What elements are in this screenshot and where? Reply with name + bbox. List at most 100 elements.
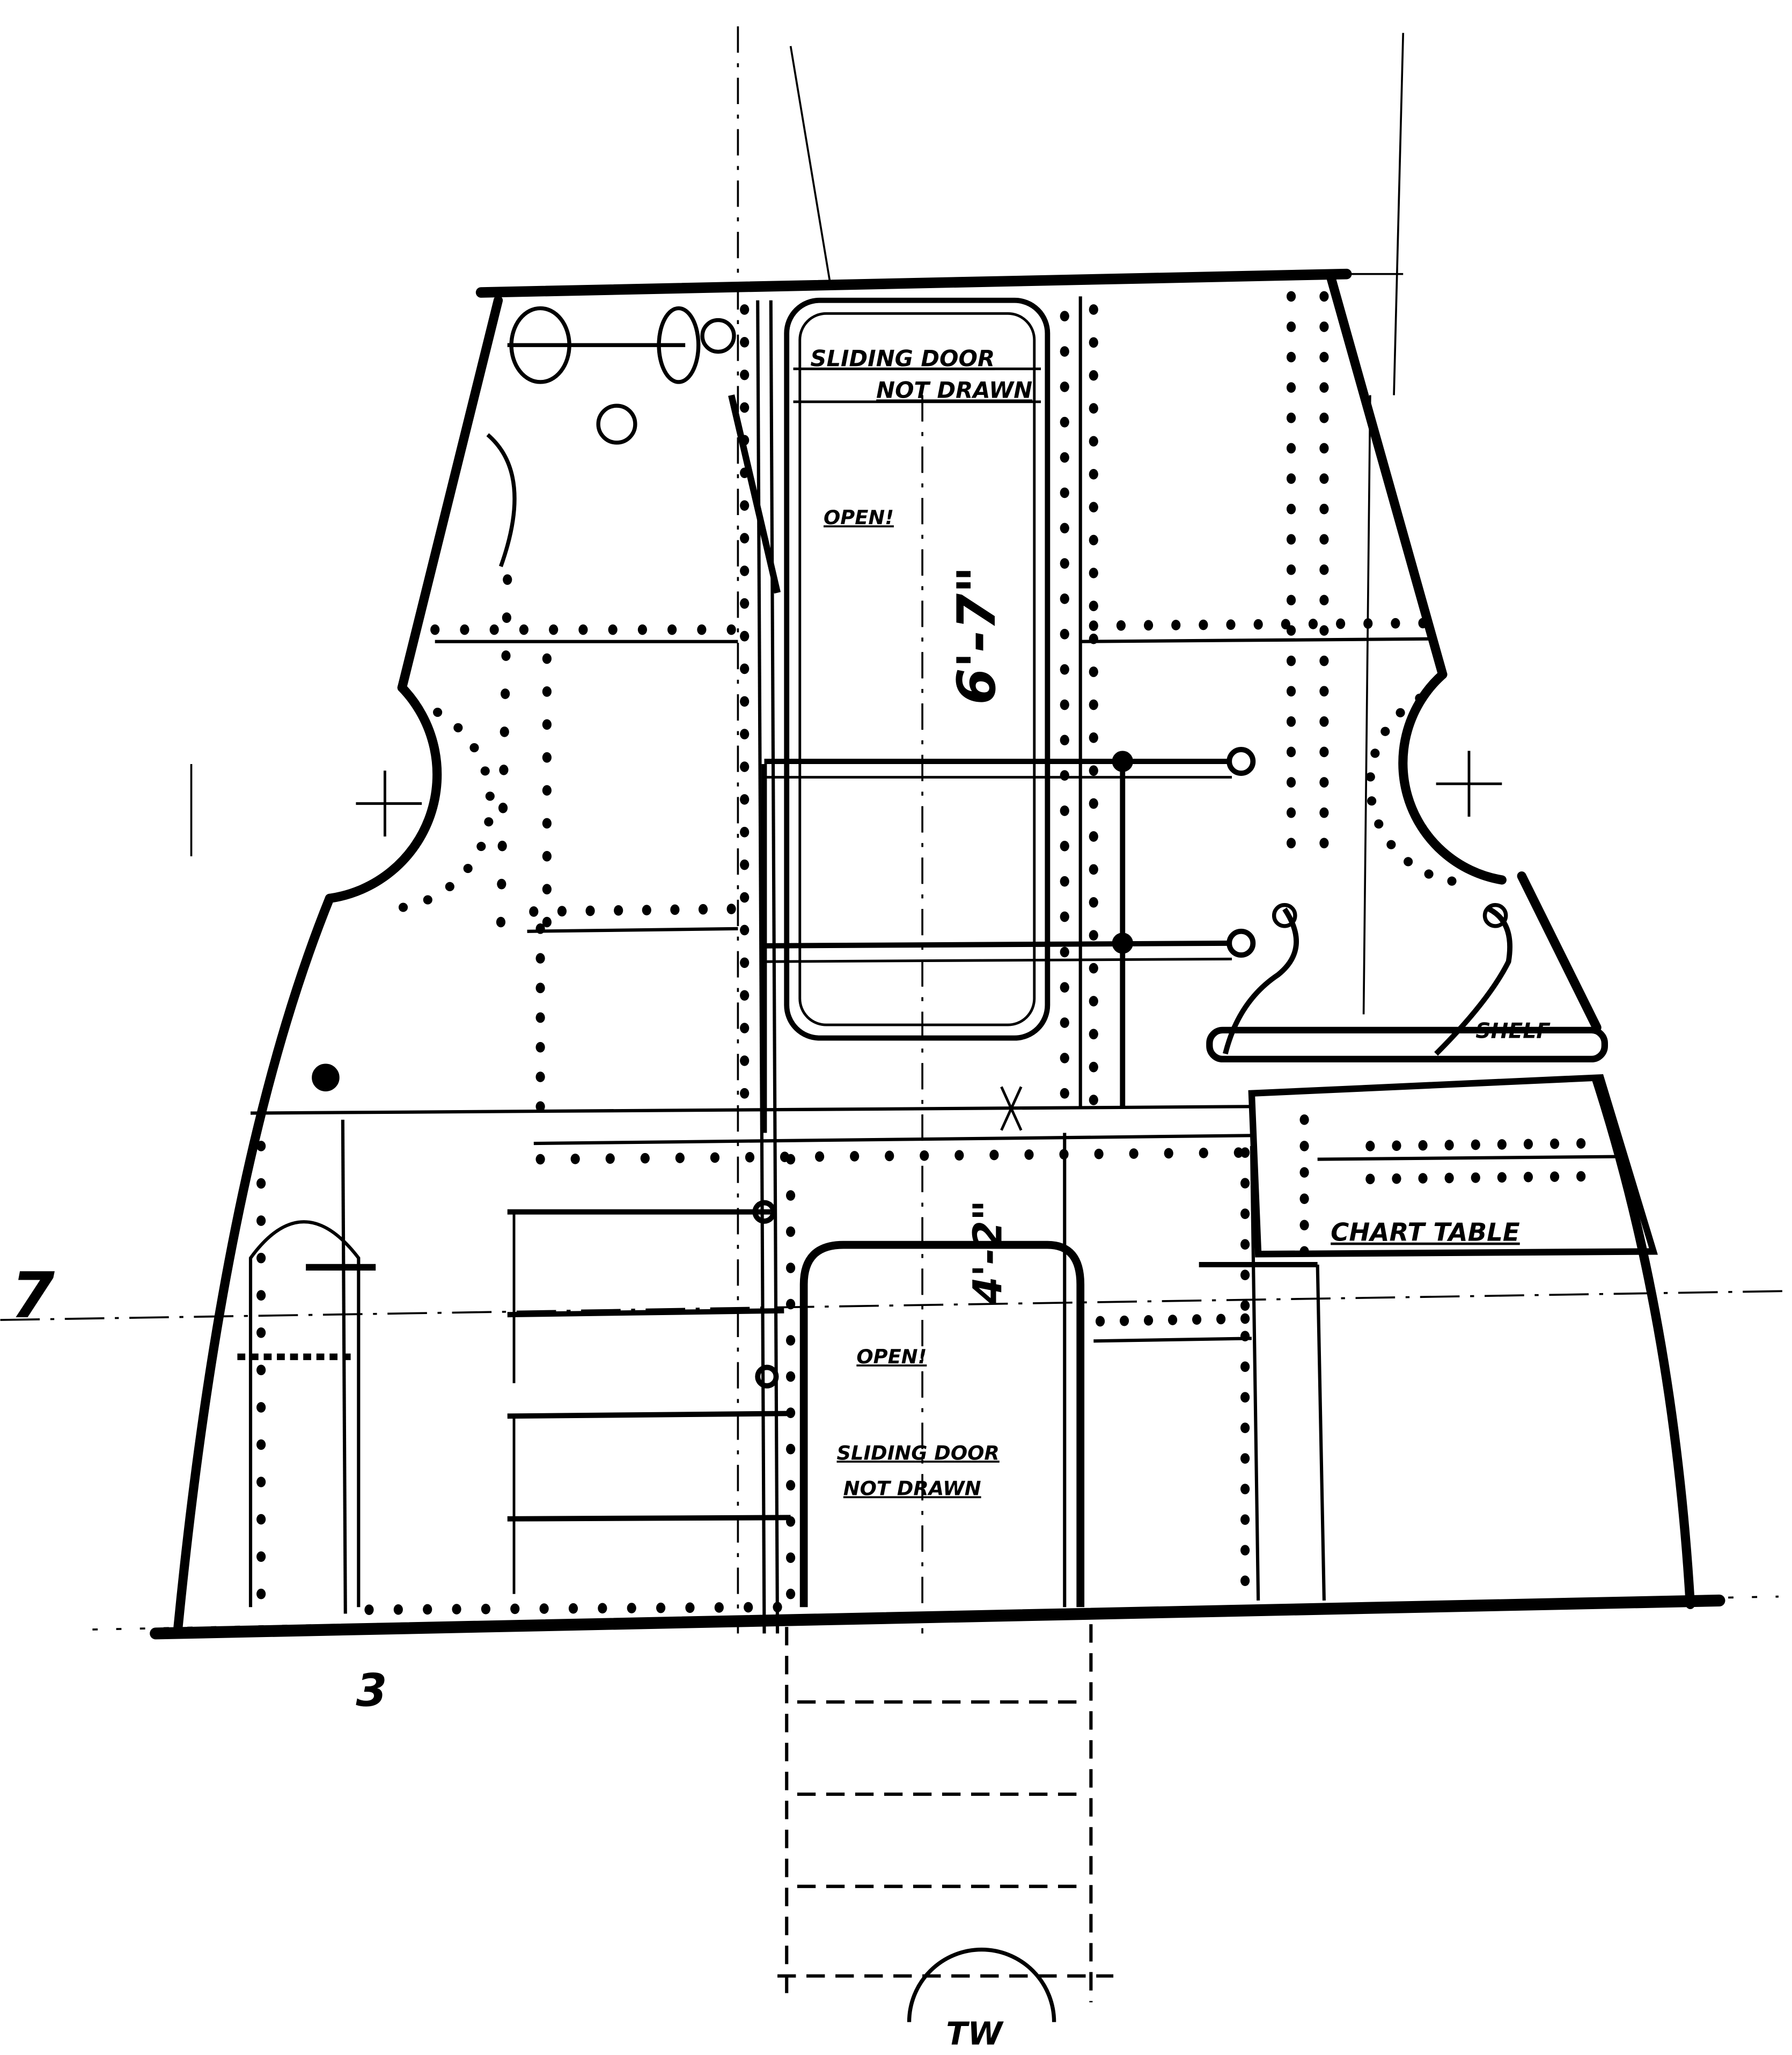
rivet	[1367, 796, 1377, 806]
rivet	[1549, 1138, 1560, 1149]
rivet	[1060, 699, 1069, 710]
rivet	[726, 624, 736, 635]
rivet	[1396, 708, 1405, 717]
rivet	[1286, 807, 1296, 818]
rivet	[1319, 443, 1329, 454]
rivet	[785, 1480, 796, 1491]
rivet	[398, 902, 408, 912]
rivet	[773, 1602, 782, 1613]
rivet	[740, 729, 750, 740]
rivet	[1089, 666, 1098, 677]
rivet	[476, 841, 486, 852]
rivet	[453, 723, 463, 732]
rivet	[1060, 1088, 1069, 1099]
rivet	[1471, 1139, 1480, 1150]
rivet	[498, 802, 508, 813]
rivet	[578, 624, 588, 635]
rivet	[740, 794, 750, 805]
rivet	[542, 916, 552, 928]
rivet	[1319, 413, 1329, 423]
rivet	[535, 923, 545, 934]
rivet	[1119, 1315, 1129, 1326]
rivet	[1089, 568, 1098, 578]
rivet	[1089, 1095, 1098, 1105]
chart-table	[1199, 902, 1658, 1267]
rivet	[485, 791, 495, 801]
rivet	[568, 1603, 578, 1614]
rivet	[1089, 403, 1098, 414]
rivet	[256, 1327, 266, 1338]
rivet	[1299, 1246, 1309, 1257]
rivet	[1143, 1315, 1154, 1326]
rivet	[1089, 620, 1098, 632]
rivet	[1089, 370, 1098, 381]
rivet	[1444, 1140, 1454, 1150]
rivet	[1240, 1300, 1250, 1311]
rivet	[1199, 1148, 1208, 1158]
rivet	[1370, 748, 1380, 758]
rivet	[785, 1407, 796, 1418]
rivet	[1060, 735, 1069, 746]
rivet	[1060, 452, 1069, 463]
center-marks	[356, 751, 1502, 1131]
rivet	[1386, 840, 1396, 849]
rivet	[535, 1012, 545, 1023]
rivet	[726, 904, 736, 914]
rivet	[489, 624, 499, 635]
rivet	[256, 1551, 266, 1562]
rivet	[785, 1298, 796, 1310]
rivet	[785, 1443, 796, 1455]
rivet	[1060, 664, 1069, 675]
rivet	[1059, 1149, 1069, 1160]
rivet	[740, 435, 750, 446]
rivet	[1523, 1139, 1533, 1150]
rivet	[1365, 1173, 1375, 1185]
rivet	[1497, 1139, 1507, 1150]
rivet	[256, 1439, 266, 1450]
rivet	[1286, 351, 1296, 363]
rivet	[1240, 1575, 1250, 1586]
rivet	[1380, 726, 1390, 736]
lower-shelves	[507, 1200, 791, 1594]
rivet	[585, 905, 595, 916]
upper-door	[784, 297, 1051, 1041]
rivet	[1089, 600, 1098, 612]
rivet	[1319, 503, 1329, 515]
rivet	[1060, 841, 1069, 852]
rivet	[1319, 351, 1329, 363]
rivet	[1319, 382, 1329, 393]
shelf-label: SHELF	[1475, 1019, 1551, 1044]
rivet	[785, 1588, 796, 1599]
rivet	[785, 1154, 796, 1165]
rivet	[1336, 618, 1346, 629]
rivet	[1060, 416, 1069, 428]
rivet	[740, 859, 750, 870]
rivet	[740, 892, 750, 903]
rivet	[502, 612, 511, 623]
rivet	[1060, 911, 1069, 922]
rivet	[423, 1604, 432, 1615]
rivet	[1444, 1172, 1454, 1184]
plate-seams	[250, 296, 1621, 1634]
rivet	[1363, 618, 1373, 629]
rivet	[740, 566, 750, 576]
rivet	[1060, 628, 1069, 640]
rivet	[1365, 1141, 1375, 1151]
rivet	[1216, 1313, 1226, 1325]
rivet	[1286, 503, 1296, 515]
rivet	[740, 630, 750, 642]
rivet	[1240, 1269, 1250, 1281]
rivet	[1089, 337, 1098, 348]
rivet	[740, 598, 750, 609]
rivet	[1286, 473, 1296, 484]
rivet	[1060, 982, 1069, 993]
rivet	[500, 726, 509, 737]
rivet	[667, 624, 677, 635]
rivet	[740, 337, 750, 348]
rivet	[1319, 655, 1329, 666]
rivet	[1299, 1114, 1309, 1125]
rivet	[1089, 699, 1098, 710]
rivet	[423, 895, 432, 905]
chart-table-label: CHART TABLE	[1331, 1218, 1520, 1247]
